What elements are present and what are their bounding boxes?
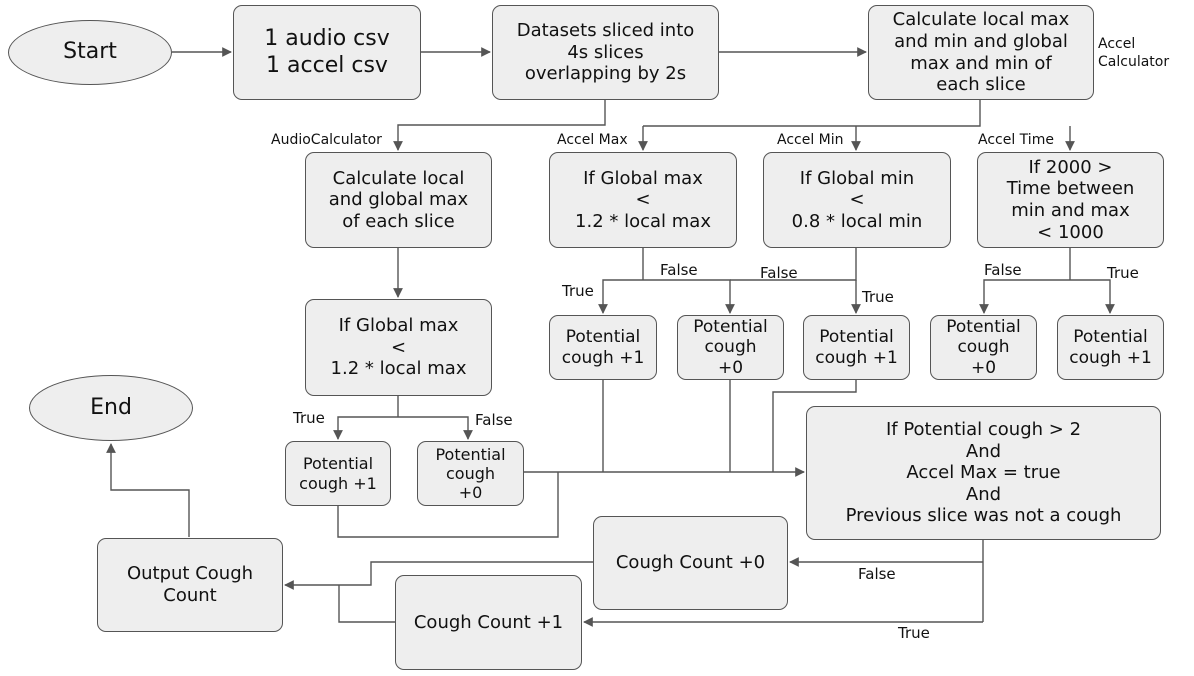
accel-min-cond-node: If Global min < 0.8 * local min: [763, 152, 951, 248]
inputs-node: 1 audio csv 1 accel csv: [233, 5, 421, 100]
accel-max-cond-node: If Global max < 1.2 * local max: [549, 152, 737, 248]
audio-cond-node: If Global max < 1.2 * local max: [305, 299, 492, 396]
edge-accel-calc-trunk: [643, 100, 981, 127]
edge-pc-min-true-down: [772, 380, 857, 472]
edge-time-false: [979, 279, 1070, 314]
label-audio-calculator: AudioCalculator: [271, 132, 382, 148]
edge-slicing-to-audio-calc: [393, 100, 606, 151]
edge-time-true: [1070, 279, 1115, 314]
edge-audio-true: [333, 416, 398, 440]
potential-cough-time-false: Potential cough +0: [930, 315, 1037, 380]
label-final-false: False: [858, 565, 896, 583]
cough-count-plus1-node: Cough Count +1: [395, 575, 582, 670]
label-accel-max: Accel Max: [557, 132, 628, 148]
edge-audio-false: [398, 416, 473, 440]
audio-calc-node: Calculate local and global max of each s…: [305, 152, 492, 248]
potential-cough-maxmin-false: Potential cough +0: [677, 315, 784, 380]
label-accel-calculator: Accel Calculator: [1098, 36, 1170, 70]
label-time-true: True: [1107, 264, 1139, 282]
label-audio-true: True: [293, 409, 325, 427]
potential-cough-max-true: Potential cough +1: [549, 315, 657, 380]
potential-cough-audio-true: Potential cough +1: [285, 441, 391, 506]
label-max-false: False: [660, 261, 698, 279]
edge-max-false: [643, 279, 735, 314]
label-accel-time: Accel Time: [978, 132, 1054, 148]
accel-time-cond-node: If 2000 > Time between min and max < 100…: [977, 152, 1164, 248]
potential-cough-audio-false: Potential cough +0: [417, 441, 524, 506]
cough-count-plus0-node: Cough Count +0: [593, 516, 788, 610]
label-max-true: True: [562, 282, 594, 300]
final-cond-node: If Potential cough > 2 And Accel Max = t…: [806, 406, 1161, 540]
label-final-true: True: [898, 624, 930, 642]
end-node: End: [29, 375, 193, 441]
edge-pc-audio-true-route: [337, 472, 559, 538]
edge-cough-plus0-to-output: [284, 561, 593, 590]
potential-cough-time-true: Potential cough +1: [1057, 315, 1164, 380]
label-min-false: False: [760, 264, 798, 282]
label-time-false: False: [984, 261, 1022, 279]
potential-cough-min-true: Potential cough +1: [803, 315, 910, 380]
edge-cough-plus1-to-output: [338, 585, 395, 623]
accel-calc-node: Calculate local max and min and global m…: [868, 5, 1094, 100]
label-audio-false: False: [475, 411, 513, 429]
edge-output-to-end: [106, 443, 190, 537]
output-cough-count-node: Output Cough Count: [97, 538, 283, 632]
label-min-true: True: [862, 288, 894, 306]
start-node: Start: [8, 20, 172, 85]
edge-max-true: [598, 279, 643, 314]
slicing-node: Datasets sliced into 4s slices overlappi…: [492, 5, 719, 100]
label-accel-min: Accel Min: [777, 132, 844, 148]
